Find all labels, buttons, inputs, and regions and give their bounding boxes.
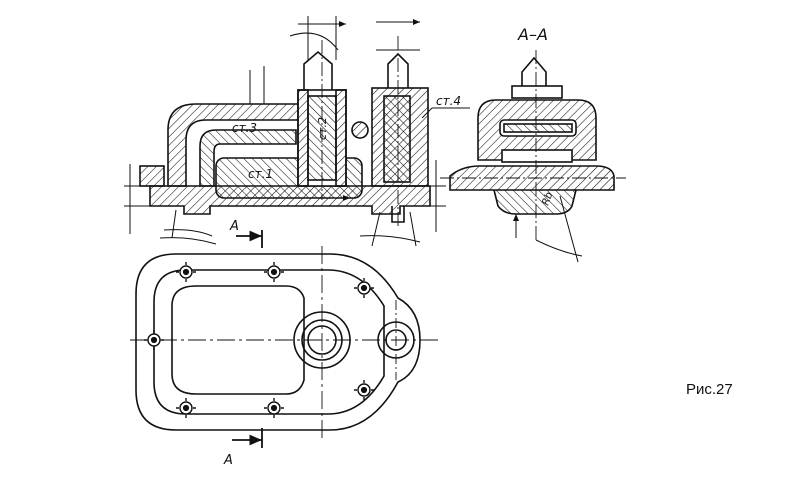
bolt-hole xyxy=(176,262,196,282)
label-st1: ст.1 xyxy=(248,167,273,181)
bolt-hole xyxy=(264,398,284,418)
plan-main-boss xyxy=(293,311,351,369)
section-mark-a-top: A xyxy=(229,219,239,234)
bolt-hole xyxy=(144,330,164,350)
front-section-view xyxy=(124,16,470,248)
figure-caption: Рис.27 xyxy=(686,381,733,398)
left-boss xyxy=(139,165,165,187)
bolt-hole xyxy=(264,262,284,282)
column-top xyxy=(303,50,333,90)
plan-inner-pocket xyxy=(171,285,305,395)
plan-small-boss xyxy=(377,321,415,359)
side-port xyxy=(351,121,369,139)
section-mark-a-bottom: A xyxy=(223,453,233,468)
bolt-hole xyxy=(354,380,374,400)
cut-mark-bottom xyxy=(232,428,262,448)
bolt-hole xyxy=(354,278,374,298)
label-st2: ст.2 xyxy=(316,117,329,140)
plan-view xyxy=(130,246,440,448)
bolt-holes xyxy=(144,262,374,418)
bolt-hole xyxy=(176,398,196,418)
label-rb: Rb xyxy=(540,191,555,207)
section-title: A–A xyxy=(517,25,548,44)
label-st3: ст.3 xyxy=(232,121,257,135)
channel-st3 xyxy=(199,129,297,187)
cut-mark-top xyxy=(236,230,262,248)
section-aa-view xyxy=(440,50,626,263)
label-st4: ст.4 xyxy=(436,94,461,108)
plan-outer-contour xyxy=(135,253,421,431)
